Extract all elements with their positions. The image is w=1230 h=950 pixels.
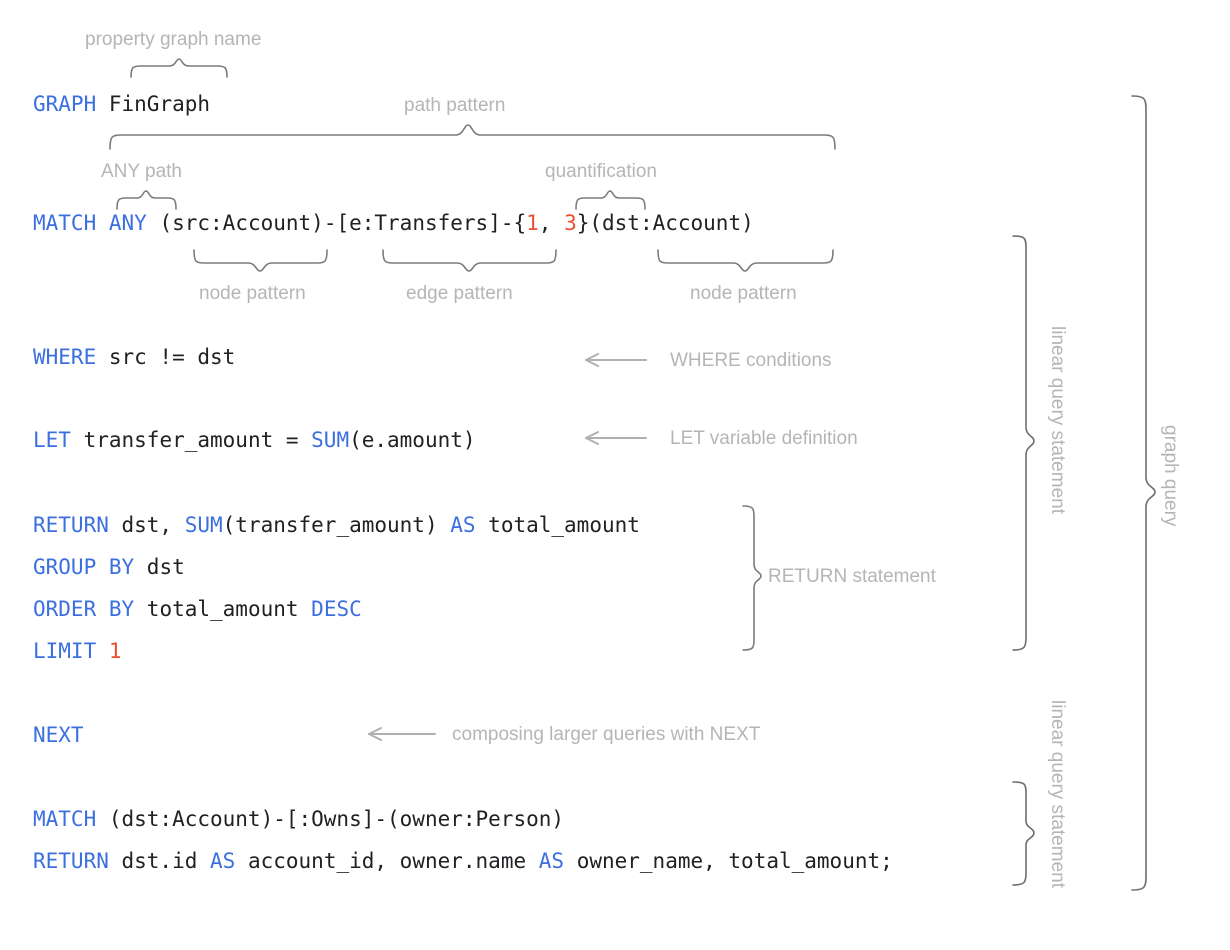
code-line-return-1: RETURN dst, SUM(transfer_amount) AS tota… <box>33 512 640 538</box>
code-token: LET <box>33 428 71 452</box>
code-line-where: WHERE src != dst <box>33 344 235 370</box>
code-token: SUM <box>311 428 350 452</box>
label-edge-pattern: edge pattern <box>406 283 513 304</box>
code-token: WHERE <box>33 345 97 369</box>
code-line-group-by: GROUP BY dst <box>33 554 185 580</box>
code-token: (src:Account)-[e:Transfers]-{ <box>159 211 527 235</box>
code-token <box>96 639 109 663</box>
code-token: total_amount <box>475 513 640 537</box>
code-token <box>96 92 109 116</box>
code-token: AS <box>538 849 565 873</box>
code-token: FinGraph <box>108 92 211 116</box>
label-path-pattern: path pattern <box>404 95 506 116</box>
code-token: }(dst:Account) <box>576 211 754 235</box>
code-token: ANY <box>108 211 147 235</box>
code-token: RETURN <box>33 849 109 873</box>
code-token: dst.id <box>108 849 211 873</box>
label-let-variable-definition: LET variable definition <box>670 428 858 449</box>
code-token: 1 <box>108 639 122 663</box>
arrow-composing-with-next <box>368 727 436 741</box>
brace-node-pattern-left <box>193 249 328 272</box>
arrow-where-conditions <box>585 353 647 367</box>
code-line-order-by: ORDER BY total_amount DESC <box>33 596 362 622</box>
label-linear-query-statement-1: linear query statement <box>1047 326 1068 514</box>
code-line-graph: GRAPH FinGraph <box>33 91 210 117</box>
brace-edge-pattern <box>382 249 557 272</box>
code-token: account_id, owner.name <box>235 849 539 873</box>
brace-linear-query-statement-2 <box>1012 781 1035 886</box>
label-linear-query-statement-2: linear query statement <box>1047 700 1068 888</box>
code-token: AS <box>450 513 476 537</box>
code-token: LIMIT <box>33 639 97 663</box>
brace-property-graph-name <box>130 58 228 78</box>
brace-return-statement <box>742 505 762 651</box>
code-line-match-1: MATCH ANY (src:Account)-[e:Transfers]-{1… <box>33 210 754 236</box>
code-token: , <box>538 211 565 235</box>
code-token: 3 <box>564 211 577 235</box>
label-quantification: quantification <box>545 161 657 182</box>
code-line-match-2: MATCH (dst:Account)-[:Owns]-(owner:Perso… <box>33 806 564 832</box>
code-token: total_amount <box>134 597 312 621</box>
label-node-pattern-left: node pattern <box>199 283 306 304</box>
brace-quantification <box>575 190 646 210</box>
code-token: src != dst <box>96 345 236 369</box>
arrow-let-variable-definition <box>585 431 647 445</box>
code-token: GRAPH <box>33 92 97 116</box>
code-token: MATCH <box>33 211 97 235</box>
code-token <box>96 211 109 235</box>
code-token: DESC <box>311 597 362 621</box>
code-token: dst, <box>108 513 185 537</box>
code-token: ORDER BY <box>33 597 135 621</box>
code-token: GROUP BY <box>33 555 135 579</box>
code-line-let: LET transfer_amount = SUM(e.amount) <box>33 427 476 453</box>
brace-node-pattern-right <box>657 249 834 272</box>
code-line-limit: LIMIT 1 <box>33 638 122 664</box>
code-token: transfer_amount = <box>70 428 312 452</box>
brace-path-pattern <box>109 124 836 150</box>
label-where-conditions: WHERE conditions <box>670 350 832 371</box>
brace-linear-query-statement-1 <box>1012 235 1035 651</box>
code-line-next: NEXT <box>33 722 84 748</box>
code-token: AS <box>210 849 236 873</box>
code-token: dst <box>134 555 185 579</box>
code-line-return-2: RETURN dst.id AS account_id, owner.name … <box>33 848 893 874</box>
code-token: MATCH <box>33 807 97 831</box>
label-any-path: ANY path <box>101 161 182 182</box>
code-token: RETURN <box>33 513 109 537</box>
label-graph-query: graph query <box>1160 425 1181 527</box>
brace-graph-query <box>1131 95 1156 891</box>
code-token: SUM <box>184 513 223 537</box>
label-property-graph-name: property graph name <box>85 29 262 50</box>
brace-any-path <box>116 190 177 210</box>
code-token: (dst:Account)-[:Owns]-(owner:Person) <box>96 807 565 831</box>
label-composing-with-next: composing larger queries with NEXT <box>452 724 761 745</box>
code-token <box>147 211 160 235</box>
code-token: owner_name, total_amount; <box>564 849 893 873</box>
label-node-pattern-right: node pattern <box>690 283 797 304</box>
code-token: 1 <box>526 211 539 235</box>
code-token: (e.amount) <box>349 428 476 452</box>
code-token: (transfer_amount) <box>222 513 451 537</box>
code-token: NEXT <box>33 723 84 747</box>
label-return-statement: RETURN statement <box>768 566 936 587</box>
